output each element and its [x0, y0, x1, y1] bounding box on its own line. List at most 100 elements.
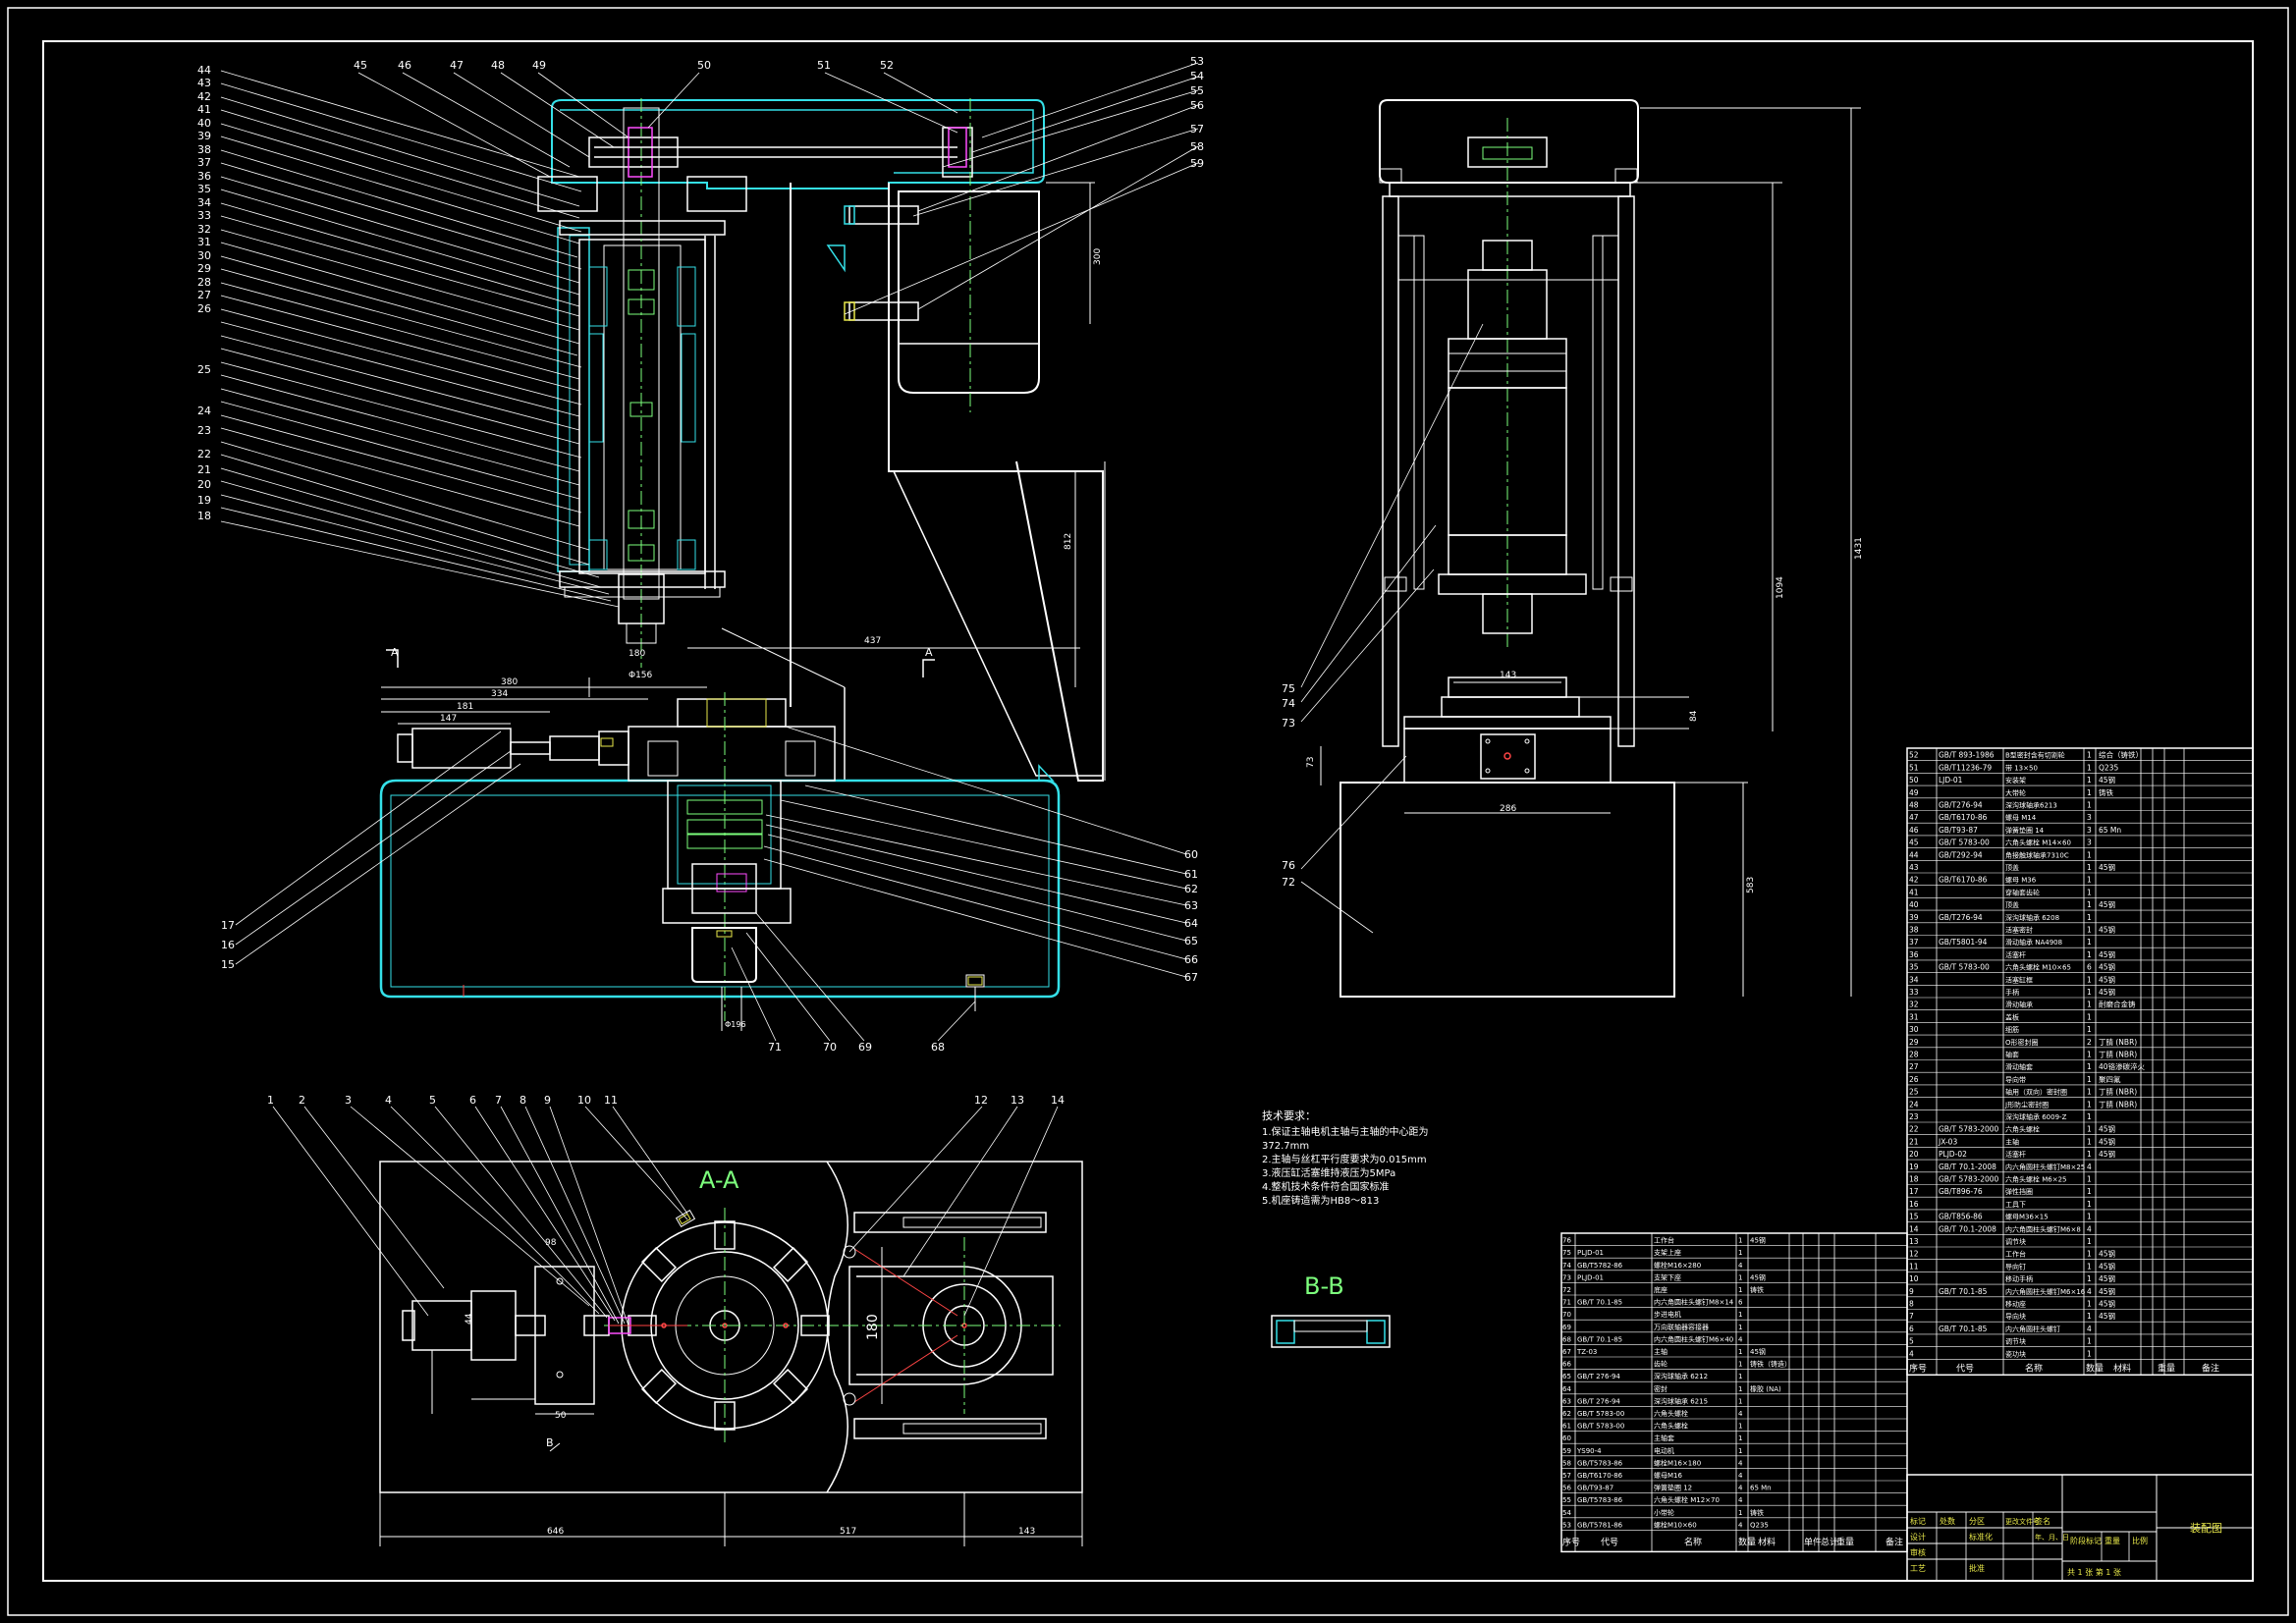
callout-5: 5 [429, 1094, 436, 1107]
tech-req-line-4: 3.液压缸活塞维持液压为5MPa [1262, 1166, 1395, 1179]
bom-right-cell: 轴套 [2005, 1051, 2019, 1059]
callout-47: 47 [450, 59, 464, 72]
dim-front-width-top: 437 [864, 636, 881, 646]
callout-42: 42 [197, 90, 211, 103]
callouts-left: 44 43 42 41 40 39 38 37 36 35 34 33 32 3… [197, 64, 211, 522]
bom-left-cell: GB/T 276-94 [1577, 1373, 1620, 1380]
bom-left-header: 总计 [1821, 1536, 1838, 1547]
bom-right-cell: 38 [1909, 926, 1919, 935]
callout-66: 66 [1184, 953, 1198, 966]
bom-right-cell: 3 [2087, 813, 2092, 822]
bom-left-cell: YS90-4 [1576, 1447, 1602, 1455]
bom-right-cell: 1 [2087, 1025, 2092, 1034]
tb-review: 审核 [1910, 1547, 1926, 1557]
callout-29: 29 [197, 262, 211, 275]
dim-aa-vertical: 180 [865, 1314, 881, 1340]
bom-right-cell: 1 [2087, 975, 2092, 984]
callout-45: 45 [354, 59, 367, 72]
tb-weight: 重量 [2105, 1536, 2120, 1545]
bom-right-cell: 4 [2087, 1163, 2092, 1171]
bom-right-cell: 轴用（双向）密封圈 [2005, 1088, 2067, 1097]
bom-left-cell: 支架上座 [1654, 1248, 1681, 1257]
bom-right-cell: 13 [1909, 1237, 1919, 1246]
callout-59: 59 [1190, 157, 1204, 170]
bom-right-cell: LJD-01 [1939, 776, 1963, 784]
bom-right-cell: 22 [1909, 1125, 1919, 1134]
bom-left-cell: PLJD-01 [1577, 1273, 1604, 1281]
tech-req-title: 技术要求： [1262, 1109, 1316, 1122]
callout-65: 65 [1184, 935, 1198, 947]
bom-right-cell: 45钢 [2099, 1149, 2115, 1159]
bom-right-cell: 1 [2087, 1337, 2092, 1346]
bom-right-cell: 1 [2087, 926, 2092, 935]
bom-left-cell: 60 [1562, 1434, 1571, 1442]
bom-right-cell: 顶盖 [2005, 900, 2019, 909]
dim-spindle-b: Φ156 [629, 671, 653, 680]
bom-right-cell: GB/T 70.1-2008 [1939, 1224, 1996, 1233]
callout-32: 32 [197, 223, 211, 236]
bom-left-cell: 69 [1562, 1324, 1571, 1331]
bom-left-cell: 4 [1738, 1496, 1743, 1504]
callout-30: 30 [197, 249, 211, 262]
bom-left-cell: PLJD-01 [1577, 1249, 1604, 1257]
callout-34: 34 [197, 196, 211, 209]
tech-req-line-6: 5.机座铸造需为HB8～813 [1262, 1194, 1379, 1207]
bom-left-cell: 螺栓M16×280 [1654, 1261, 1701, 1270]
callout-6: 6 [469, 1094, 476, 1107]
bom-left-cell: 62 [1562, 1410, 1571, 1418]
bom-right-cell: 1 [2087, 1274, 2092, 1283]
bom-left-cell: 工作台 [1654, 1236, 1674, 1245]
callouts-aa: 1 2 3 4 5 6 7 8 9 10 11 12 13 14 [267, 1094, 1065, 1107]
bom-left-cell: 4 [1738, 1472, 1743, 1480]
tech-req-line-1: 1.保证主轴电机主轴与主轴的中心距为 [1262, 1125, 1429, 1138]
bom-left-cell: 45钢 [1750, 1236, 1766, 1245]
bom-left-cell: 内六角圆柱头螺钉M8×14 [1654, 1298, 1734, 1307]
bom-right-cell: 10 [1909, 1274, 1919, 1283]
bom-right-cell: 细筋 [2005, 1025, 2019, 1034]
bom-right-cell: 1 [2087, 1300, 2092, 1309]
callout-61: 61 [1184, 868, 1198, 881]
bom-right-cell: 1 [2087, 1213, 2092, 1221]
callout-63: 63 [1184, 899, 1198, 912]
callout-57: 57 [1190, 123, 1204, 135]
callout-18: 18 [197, 510, 211, 522]
bom-right-cell: 活塞杆 [2005, 1150, 2026, 1159]
bom-right-cell: 1 [2087, 1250, 2092, 1259]
bom-right-cell: 工具下 [2005, 1201, 2026, 1209]
dim-motor: Φ196 [725, 1020, 746, 1029]
callout-71: 71 [768, 1041, 782, 1054]
bom-right-cell: 52 [1909, 751, 1919, 760]
bom-right-cell: 六角头螺栓 M10×65 [2005, 963, 2071, 972]
bom-right-cell: 18 [1909, 1175, 1919, 1184]
callout-44: 44 [197, 64, 211, 77]
bom-right-cell: GB/T 5783-2000 [1939, 1175, 1999, 1184]
callout-28: 28 [197, 276, 211, 289]
bom-right-cell: 铸铁 [2099, 787, 2114, 797]
tech-requirements: 技术要求： 1.保证主轴电机主轴与主轴的中心距为 372.7mm 2.主轴与丝杠… [1262, 1109, 1429, 1207]
bom-left-cell: GB/T5782-86 [1577, 1262, 1623, 1270]
bom-left-cell: 70 [1562, 1311, 1571, 1319]
callout-9: 9 [544, 1094, 551, 1107]
bom-right-cell: 1 [2087, 900, 2092, 909]
bom-right-cell: 47 [1909, 813, 1919, 822]
bom-right-cell: 1 [2087, 1125, 2092, 1134]
dim-base-width-4: 147 [440, 714, 457, 724]
bom-right-cell: 32 [1909, 1001, 1919, 1009]
bom-right-cell: 丁腈 (NBR) [2099, 1050, 2137, 1059]
bom-right-cell: 8 [1909, 1300, 1914, 1309]
bom-right-cell: 1 [2087, 1262, 2092, 1271]
bom-left-cell: 54 [1562, 1509, 1571, 1517]
bom-left-cell: 6 [1738, 1299, 1743, 1307]
